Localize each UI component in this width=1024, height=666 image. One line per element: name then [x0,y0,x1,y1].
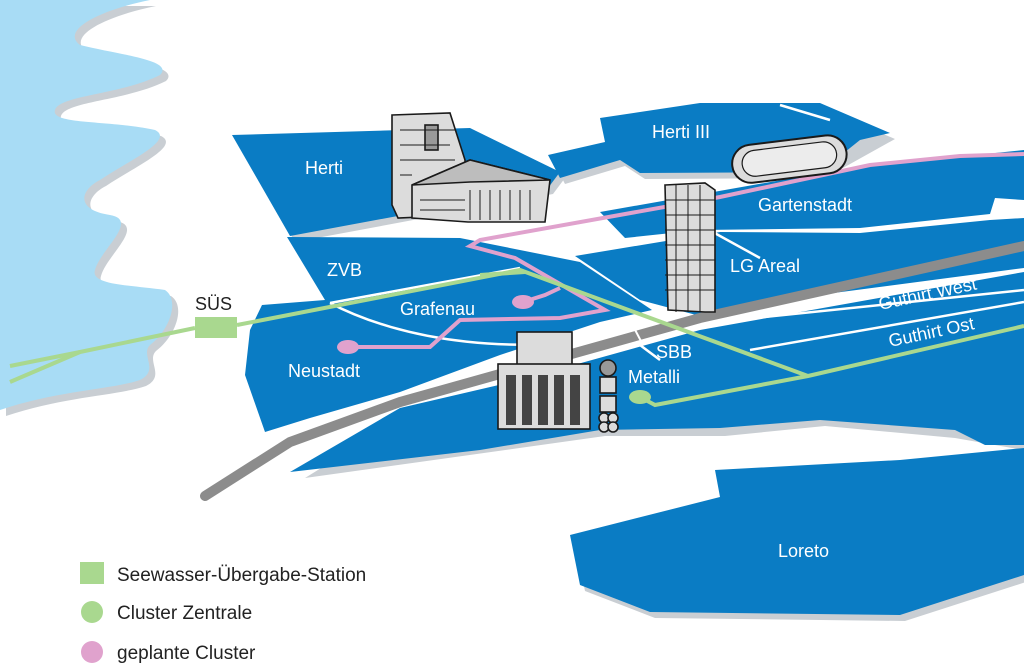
legend-label: Cluster Zentrale [117,603,252,624]
cluster-lines [9,267,1024,408]
legend-label: geplante Cluster [117,643,256,664]
district-zvb-grafenau-neustadt[interactable] [245,237,652,432]
railway [200,241,1024,501]
label-grafenau: Grafenau [400,299,475,319]
legend: Seewasser-Übergabe-Station Cluster Zentr… [80,562,366,664]
legend-green-circle-icon [81,601,103,623]
herti-buildings-icon [391,112,551,223]
label-lg-areal: LG Areal [730,256,800,276]
district-loreto[interactable] [570,448,1024,615]
label-metalli: Metalli [628,367,680,387]
label-herti-iii: Herti III [652,122,710,142]
legend-square-icon [80,562,104,584]
districts [232,103,1024,615]
label-neustadt: Neustadt [288,361,360,381]
label-sues: SÜS [195,294,232,314]
stadium-icon [731,134,848,184]
label-sbb: SBB [656,342,692,362]
label-loreto: Loreto [778,541,829,561]
legend-pink-circle-icon [81,641,103,663]
legend-label: Seewasser-Übergabe-Station [117,565,366,586]
label-zvb: ZVB [327,260,362,280]
planned-cluster-neustadt-dot[interactable] [337,340,359,354]
cluster-zentrale-metalli-dot[interactable] [629,390,651,404]
label-herti: Herti [305,158,343,178]
district-guthirt-metalli[interactable] [290,272,1024,472]
lg-tower-icon [664,182,716,313]
label-gartenstadt: Gartenstadt [758,195,852,215]
sbb-pin-icon [628,320,643,344]
metalli-building-icon [497,331,619,433]
planned-cluster-grafenau-dot[interactable] [512,295,534,309]
lake [0,0,179,416]
sues-station-square[interactable] [195,317,237,338]
